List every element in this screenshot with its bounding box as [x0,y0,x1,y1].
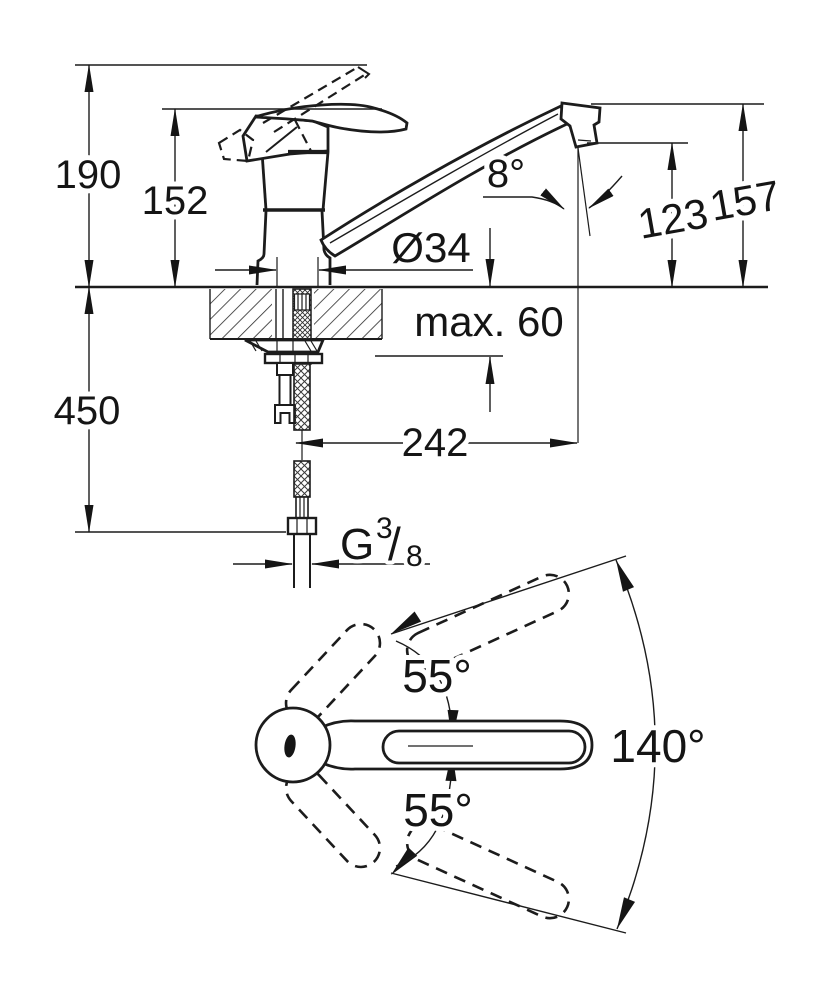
swivel-limit-line-upper [390,555,627,635]
dim-label-8deg: 8° [487,152,525,196]
hose-crimp [295,496,309,519]
dim-label-dia34: Ø34 [391,224,470,271]
dim-label-max60: max. 60 [414,298,563,345]
swivel-limit-line-lower [390,872,627,934]
rotated-handle-lower-right [405,822,571,920]
flexible-hose [286,362,318,588]
g38-prefix: G [340,520,374,569]
knob-slot [284,734,296,758]
angle-8-leader-left [483,188,565,210]
outlet-8deg-line [577,147,591,237]
lever-raised-dashed [217,66,371,163]
rotated-handle-positions [284,573,571,920]
dim-label-242: 242 [402,421,469,465]
angle-label-55-upper: 55° [402,650,472,702]
rotated-handle-upper-left [284,622,382,724]
rotated-handle-lower-left [284,767,382,869]
angle-8-leader-right [588,175,623,209]
handle-lever [241,102,409,163]
fastening-set [244,338,326,365]
mounting-stud [274,362,296,424]
faucet-body [255,151,332,287]
dim-label-190: 190 [55,153,122,197]
swivel-arrow-upper [391,611,422,634]
swivel-arrow-lower [391,847,418,875]
angle-label-140: 140° [610,720,705,772]
dim-label-450: 450 [54,389,121,433]
handle-grip-inner [381,729,587,765]
dim-label-157: 157 [706,171,783,229]
lever-blade [254,102,409,134]
angle-140-arrow-top [616,560,635,592]
mounting-nut [263,352,324,365]
dim-label-152: 152 [142,179,209,223]
angle-140-arrow-bottom [617,897,636,929]
g38-numerator: 3 [376,512,393,545]
angle-label-55-lower: 55° [403,784,473,836]
handle-top-view [254,706,594,784]
angle-140-arc [615,559,656,930]
hose-nut [286,516,318,536]
dim-label-123: 123 [634,189,711,247]
dim-label-g38: G 3 / 8 [336,508,427,577]
g38-slash: / [388,518,401,570]
g38-denominator: 8 [406,540,423,573]
